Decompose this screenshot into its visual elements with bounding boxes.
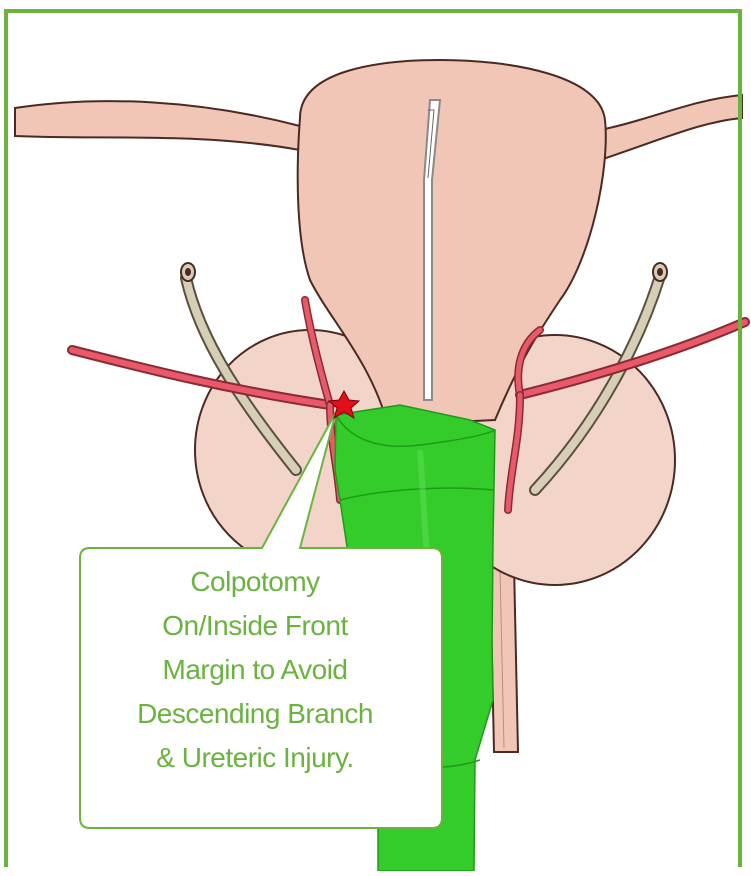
callout-line-2: On/Inside Front: [82, 604, 428, 648]
callout-line-5: & Ureteric Injury.: [82, 736, 428, 780]
callout-line-4: Descending Branch: [82, 692, 428, 736]
callout-line-1: Colpotomy: [82, 560, 428, 604]
right-fallopian-tube: [600, 95, 742, 160]
left-fallopian-tube: [15, 101, 300, 150]
callout-line-3: Margin to Avoid: [82, 648, 428, 692]
callout-text: Colpotomy On/Inside Front Margin to Avoi…: [82, 560, 428, 780]
